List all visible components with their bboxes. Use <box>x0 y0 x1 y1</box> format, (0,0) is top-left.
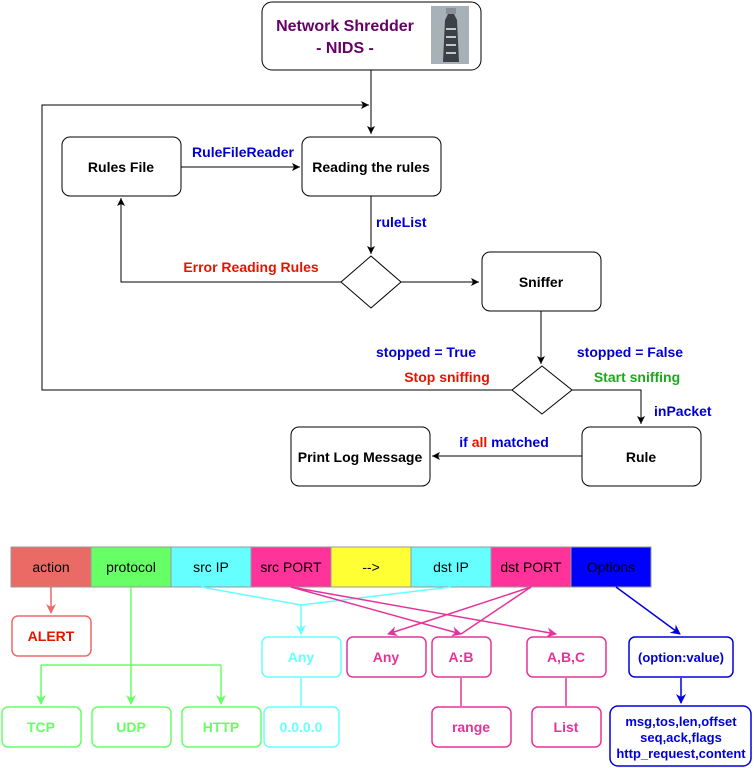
rules-file-node: Rules File <box>61 136 182 197</box>
rule-header-label: src PORT <box>260 559 322 575</box>
rule-header-label: src IP <box>193 559 229 575</box>
option-value-label: (option:value) <box>638 650 724 665</box>
sniffer-node: Sniffer <box>481 251 602 312</box>
rule-node: Rule <box>581 426 702 487</box>
stop-sniffing-label: Stop sniffing <box>404 369 490 385</box>
port-range-node: range <box>431 706 512 748</box>
http-node: HTTP <box>181 706 262 748</box>
server-rack-icon <box>431 6 469 64</box>
rule-header-label: action <box>32 559 69 575</box>
port-range-label: range <box>452 719 490 735</box>
port-ab-label: A:B <box>449 649 474 665</box>
udp-node: UDP <box>91 706 172 748</box>
port-any-node: Any <box>346 636 427 678</box>
options-list-line1: msg,tos,len,offset <box>625 714 737 729</box>
udp-label: UDP <box>116 719 146 735</box>
decision-diamond-1 <box>340 255 402 309</box>
rule-list-label: ruleList <box>376 214 427 230</box>
options-list-line2: seq,ack,flags <box>640 730 722 745</box>
options-list-node: msg,tos,len,offset seq,ack,flags http_re… <box>609 705 752 767</box>
port-any-label: Any <box>373 649 400 665</box>
rule-header-cell: dst PORT <box>490 546 572 588</box>
rule-header-label: Options <box>587 559 635 575</box>
print-log-node: Print Log Message <box>290 426 431 487</box>
rule-header-cell: action <box>10 546 92 588</box>
alert-node: ALERT <box>11 615 92 657</box>
alert-label: ALERT <box>28 628 75 644</box>
ip-any-label: Any <box>288 649 315 665</box>
title-box: Network Shredder - NIDS - <box>261 1 482 71</box>
port-list-node: List <box>531 706 602 748</box>
title-line2: - NIDS - <box>316 40 374 57</box>
ip-default-node: 0.0.0.0 <box>263 706 340 748</box>
print-log-label: Print Log Message <box>298 449 423 465</box>
error-reading-label: Error Reading Rules <box>183 259 319 275</box>
rule-file-reader-label: RuleFileReader <box>192 144 294 160</box>
port-ab-node: A:B <box>431 636 492 678</box>
rule-header-cell: protocol <box>90 546 172 588</box>
rule-header-label: protocol <box>106 559 156 575</box>
option-value-node: (option:value) <box>628 636 734 678</box>
rule-header-cell: src IP <box>170 546 252 588</box>
stopped-false-label: stopped = False <box>577 344 683 360</box>
if-all-matched-label: if all matched <box>459 434 549 450</box>
title-line1: Network Shredder <box>276 18 414 35</box>
rules-file-label: Rules File <box>88 159 154 175</box>
rule-header-cell: Options <box>570 546 652 588</box>
reading-rules-node: Reading the rules <box>301 136 442 197</box>
in-packet-label: inPacket <box>654 403 712 419</box>
rule-header-cell: --> <box>330 546 412 588</box>
rule-label: Rule <box>626 449 657 465</box>
tcp-label: TCP <box>27 719 55 735</box>
tcp-node: TCP <box>1 706 82 748</box>
rule-header-label: --> <box>362 559 380 575</box>
start-sniffing-label: Start sniffing <box>594 369 680 385</box>
port-abc-label: A,B,C <box>547 649 585 665</box>
rule-header-bar: action protocol src IP src PORT --> dst IP dst… <box>10 546 652 588</box>
stopped-true-label: stopped = True <box>376 344 476 360</box>
sniffer-label: Sniffer <box>519 274 564 290</box>
options-list-line3: http_request,content <box>616 746 746 761</box>
connectors <box>36 586 686 706</box>
decision-diamond-2 <box>511 365 573 415</box>
reading-rules-label: Reading the rules <box>312 159 430 175</box>
rule-header-label: dst PORT <box>500 559 562 575</box>
ip-any-node: Any <box>261 636 342 678</box>
ip-default-label: 0.0.0.0 <box>280 719 323 735</box>
rule-header-cell: dst IP <box>410 546 492 588</box>
port-list-label: List <box>554 719 579 735</box>
rule-header-label: dst IP <box>433 559 469 575</box>
rule-header-cell: src PORT <box>250 546 332 588</box>
port-abc-node: A,B,C <box>526 636 607 678</box>
http-label: HTTP <box>203 719 240 735</box>
